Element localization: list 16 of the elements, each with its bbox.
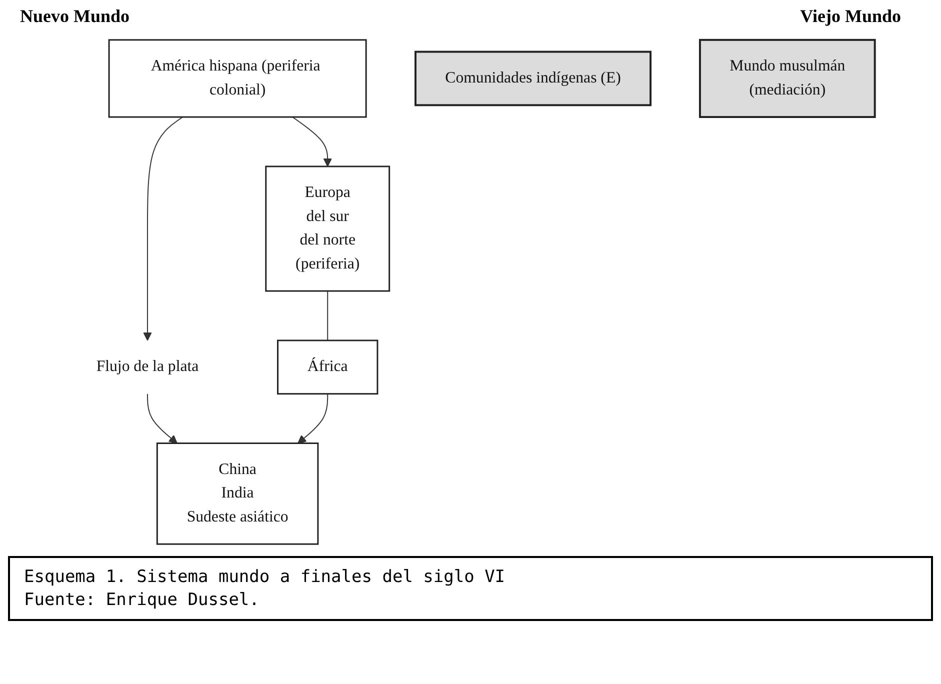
node-box: China India Sudeste asiático	[156, 442, 318, 545]
connector	[326, 290, 328, 341]
node-box: Comunidades indígenas (E)	[414, 50, 652, 106]
arrow	[146, 393, 178, 444]
node-box: Mundo musulmán (mediación)	[698, 38, 876, 118]
region-label: Nuevo Mundo	[20, 6, 130, 28]
arrow	[142, 116, 183, 341]
node-text: Flujo de la plata	[96, 358, 198, 376]
arrow	[297, 393, 328, 444]
node-box: África	[276, 340, 378, 395]
node-box: América hispana (periferia colonial)	[108, 39, 367, 118]
region-label: Viejo Mundo	[800, 6, 901, 28]
node-box: Europa del sur del norte (periferia)	[264, 166, 390, 292]
source-note: Fuente: Enrique Dussel.	[24, 590, 260, 610]
arrow	[292, 116, 332, 167]
caption: Esquema 1. Sistema mundo a finales del siglo VI	[24, 567, 506, 587]
